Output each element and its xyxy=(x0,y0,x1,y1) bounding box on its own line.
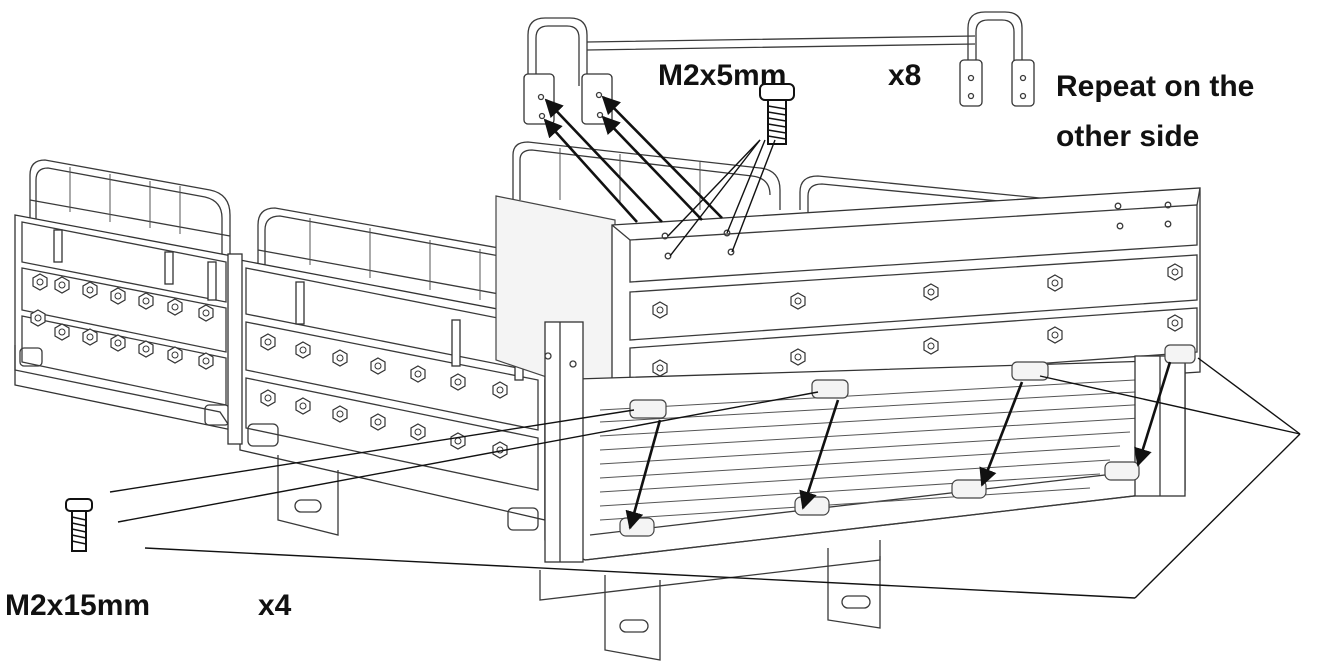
left-outer-side-panel xyxy=(14,159,233,431)
top-handrail xyxy=(523,11,1035,125)
bottom-screw-qty-label: x4 xyxy=(258,589,292,622)
screw-icon xyxy=(65,498,93,552)
assembly-arrows xyxy=(543,95,1172,530)
leader-lines xyxy=(109,139,1301,599)
left-inner-side-panel xyxy=(227,207,546,531)
bottom-screw-size-label: M2x15mm xyxy=(5,589,150,622)
bed-base-slats xyxy=(544,321,1186,563)
base-legs xyxy=(277,455,881,661)
back-headboard xyxy=(495,141,1061,401)
repeat-note-line1: Repeat on the xyxy=(1056,70,1254,103)
top-screw-size-label: M2x5mm xyxy=(658,59,786,92)
top-screw-qty-label: x8 xyxy=(888,59,921,92)
repeat-note-line2: other side xyxy=(1056,120,1199,153)
screw-icon xyxy=(759,83,795,145)
right-side-panel xyxy=(611,187,1201,411)
